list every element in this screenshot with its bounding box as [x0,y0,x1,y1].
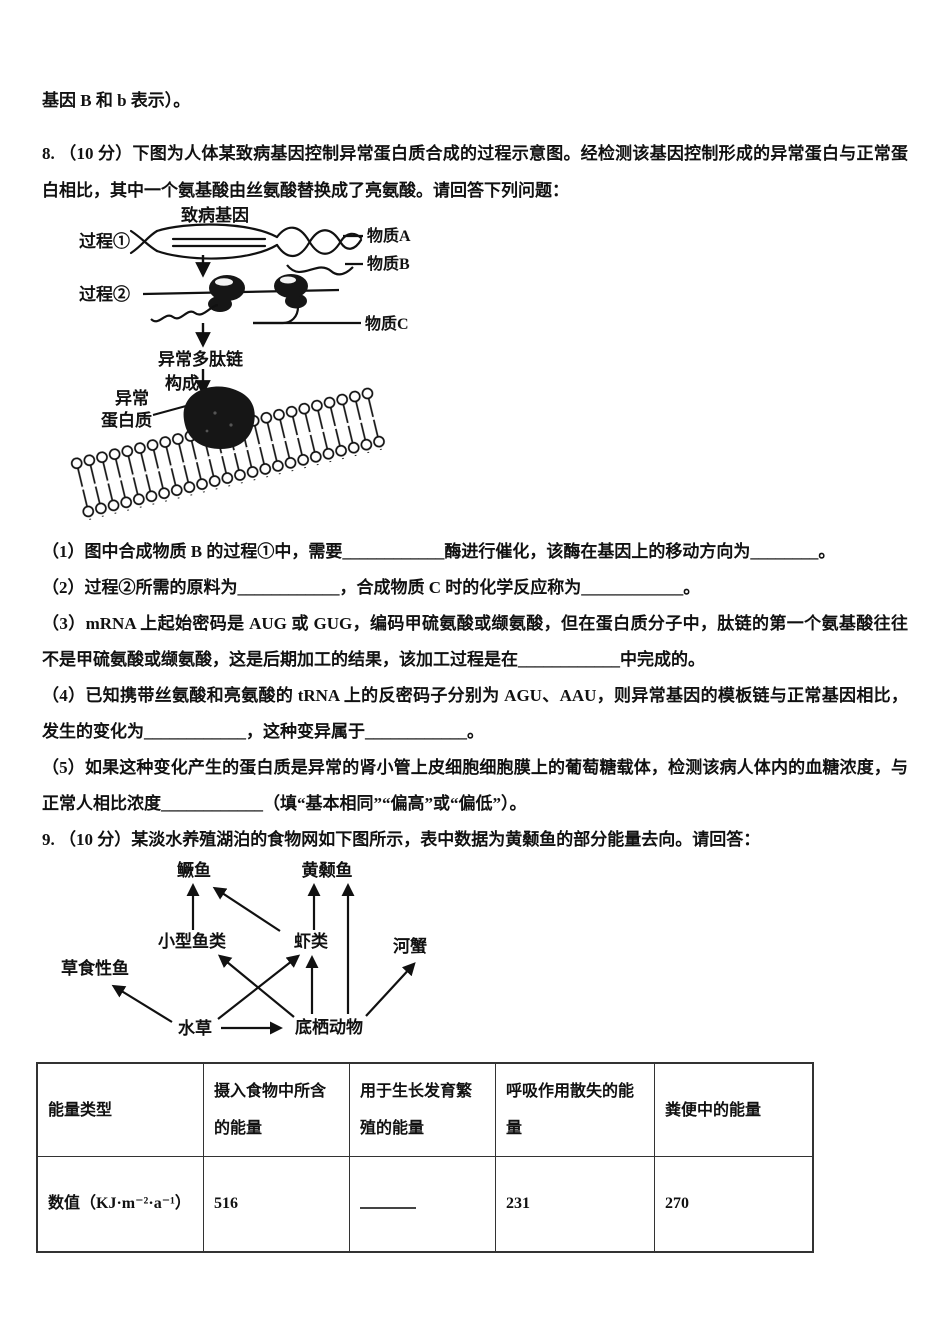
continuation-text: 基因 B 和 b 表示）。 [42,91,191,110]
arrow-benthic-to-small-fish [217,954,295,1018]
label-disease-gene: 致病基因 [181,205,249,225]
table-header-row: 能量类型 摄入食物中所含的能量 用于生长发育繁殖的能量 呼吸作用散失的能量 粪便… [36,1062,814,1157]
document-body: 基因 B 和 b 表示）。 8. （10 分）下图为人体某致病基因控制异常蛋白质… [36,91,908,1253]
dna-double-helix [129,223,363,260]
question-8-part-4: （4）已知携带丝氨酸和亮氨酸的 tRNA 上的反密码子分别为 AGU、AAU，则… [42,686,908,741]
node-herbivorous-fish: 草食性鱼 [61,958,129,978]
header-growth-energy: 用于生长发育繁殖的能量 [349,1062,496,1157]
energy-table: 能量类型 摄入食物中所含的能量 用于生长发育繁殖的能量 呼吸作用散失的能量 粪便… [36,1062,814,1253]
node-shrimp: 虾类 [294,931,329,951]
ribosome-right [274,274,308,309]
value-respiration: 231 [495,1156,655,1253]
node-small-fish: 小型鱼类 [158,931,227,951]
label-abnormal-protein-2: 蛋白质 [101,410,152,430]
label-compose: 构成 [165,373,199,393]
arrow-benthic-to-river-crab [365,962,416,1017]
substance-c-hook [253,306,300,325]
substance-b-strand [286,264,354,276]
label-process-2: 过程② [79,284,130,304]
node-yellow-catfish: 黄颡鱼 [302,860,353,880]
node-benthic-animals: 底栖动物 [295,1017,363,1037]
label-abnormal-polypeptide: 异常多肽链 [158,349,244,369]
table-data-row: 数值（KJ·m⁻²·a⁻¹） 516 231 270 [36,1156,814,1253]
question-8-part-1: （1）图中合成物质 B 的过程①中，需要____________酶进行催化，该酶… [42,542,836,561]
value-ingested: 516 [203,1156,350,1253]
label-process-1: 过程① [79,231,130,251]
food-web-diagram: 鳜鱼 黄颡鱼 小型鱼类 虾类 河蟹 草食性鱼 水草 底栖动物 [61,860,427,1038]
header-respiration-energy: 呼吸作用散失的能量 [495,1062,655,1157]
node-waterweed: 水草 [178,1018,212,1038]
question-8-part-5: （5）如果这种变化产生的蛋白质是异常的肾小管上皮细胞细胞膜上的葡萄糖载体，检测该… [42,758,908,813]
arrow-waterweed-to-herbivorous-fish [111,984,173,1023]
question-8-part-2: （2）过程②所需的原料为____________，合成物质 C 时的化学反应称为… [42,578,701,597]
blank-line [360,1185,416,1209]
header-feces-energy: 粪便中的能量 [654,1062,814,1157]
question-8-parts: （1）图中合成物质 B 的过程①中，需要____________酶进行催化，该酶… [42,534,908,858]
arrow-shrimp-to-mandarin-fish [212,886,281,932]
question-9-stem: 9. （10 分）某淡水养殖湖泊的食物网如下图所示，表中数据为黄颡鱼的部分能量去… [42,830,761,849]
question-8-part-3: （3）mRNA 上起始密码是 AUG 或 GUG，编码甲硫氨酸或缬氨酸，但在蛋白… [42,614,908,669]
node-river-crab: 河蟹 [393,936,427,956]
protein-pointer-line [152,405,187,416]
blob-speckle [229,423,233,427]
abnormal-protein-blob [183,386,255,449]
label-substance-c: 物质C [365,314,409,333]
value-growth-blank [349,1156,496,1253]
value-feces: 270 [654,1156,814,1253]
header-energy-type: 能量类型 [36,1062,204,1157]
row-label-value-unit: 数值（KJ·m⁻²·a⁻¹） [36,1156,204,1253]
nascent-polypeptide [150,303,219,323]
blob-speckle [205,429,209,433]
label-substance-a: 物质A [367,226,411,245]
header-ingested-energy: 摄入食物中所含的能量 [203,1062,350,1157]
question-8-stem: 8. （10 分）下图为人体某致病基因控制异常蛋白质合成的过程示意图。经检测该基… [42,144,908,200]
node-mandarin-fish: 鳜鱼 [177,860,211,880]
gene-expression-diagram: 致病基因 过程① 物质A 物质B 过程② 物质C 异常多肽链 构成 异常 蛋白质 [69,205,411,522]
blob-speckle [213,411,217,415]
label-substance-b: 物质B [367,254,410,273]
label-abnormal-protein-1: 异常 [115,388,149,408]
ribosome-left [208,275,245,312]
